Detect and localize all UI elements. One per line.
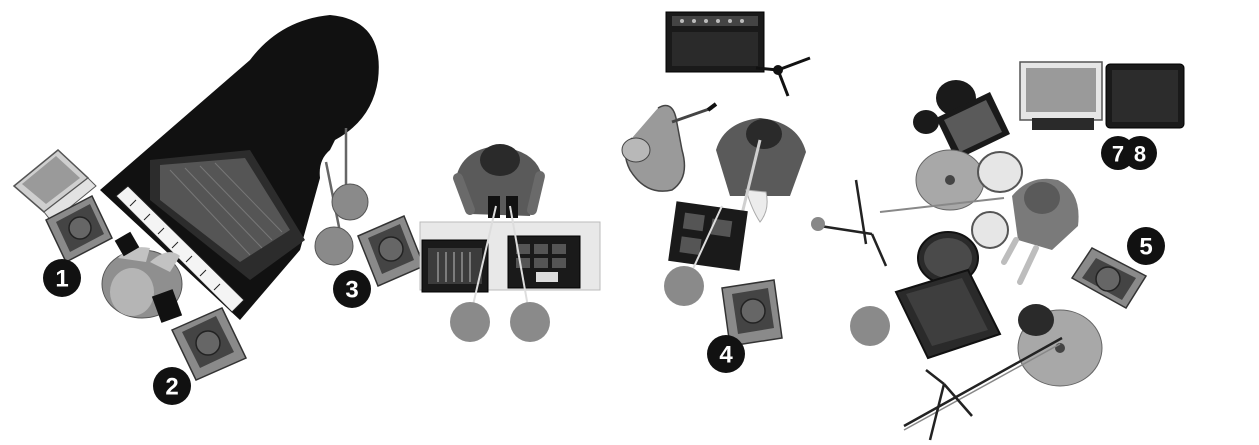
keyboardist-icon <box>456 144 542 218</box>
laptop-icon <box>1020 62 1102 130</box>
subwoofer-icon <box>1106 64 1184 128</box>
saxophone-icon <box>622 104 716 191</box>
drummer-icon <box>1004 179 1079 282</box>
svg-text:7: 7 <box>1112 142 1124 167</box>
mic-stand-icon <box>811 180 890 346</box>
monitor-wedge-icon <box>172 308 246 380</box>
channel-badge-3: 3 <box>333 270 371 308</box>
sampler-pad-icon <box>508 236 580 288</box>
channel-badge-8: 8 <box>1123 136 1157 170</box>
channel-badge-2: 2 <box>153 367 191 405</box>
cymbal-icon <box>1018 304 1102 386</box>
svg-text:8: 8 <box>1134 142 1146 167</box>
channel-badge-5: 5 <box>1127 227 1165 265</box>
monitor-wedge-icon <box>358 216 424 286</box>
channel-badge-4: 4 <box>707 335 745 373</box>
svg-text:3: 3 <box>345 277 358 304</box>
svg-text:4: 4 <box>719 342 733 369</box>
channel-badge-1: 1 <box>43 259 81 297</box>
saxophonist-icon <box>716 118 806 222</box>
svg-text:2: 2 <box>165 374 178 401</box>
svg-text:5: 5 <box>1139 234 1152 261</box>
svg-text:1: 1 <box>55 266 68 293</box>
guitar-amp-icon <box>666 12 764 72</box>
